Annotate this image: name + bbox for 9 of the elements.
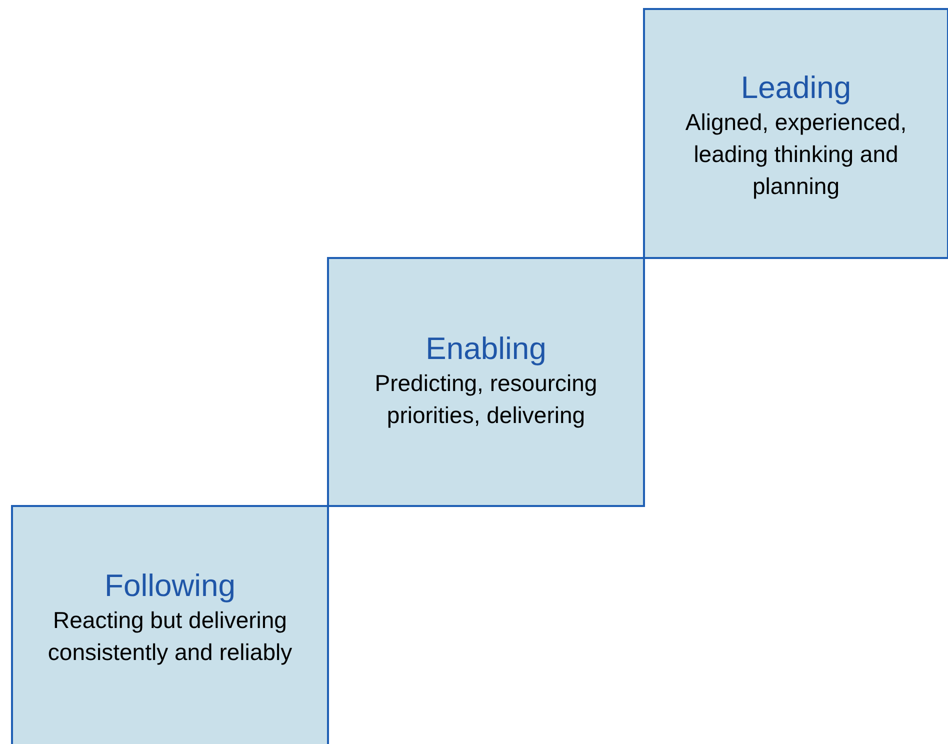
step-box: [327, 257, 645, 507]
step-box: [643, 8, 948, 259]
step-title: Enabling: [426, 331, 546, 367]
step-description: Reacting but delivering consistently and reliably: [46, 606, 294, 667]
step-box: [11, 505, 329, 744]
step-title: Leading: [740, 70, 852, 106]
step-title: Following: [104, 568, 236, 604]
step-description: Aligned, experienced, leading thinking and planning: [684, 108, 908, 201]
step-description: Predicting, resourcing priorities, delivering: [374, 369, 598, 430]
